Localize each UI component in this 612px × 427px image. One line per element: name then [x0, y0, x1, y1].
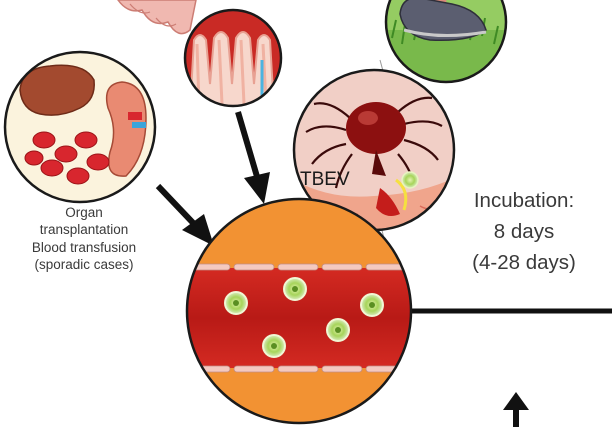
route-line: Blood transfusion	[0, 239, 168, 256]
transmission-routes-label: Organ transplantation Blood transfusion …	[0, 204, 168, 273]
incubation-range: (4-28 days)	[436, 248, 612, 279]
virus-particle-icon	[402, 172, 418, 188]
tbev-label: TBEV	[300, 169, 350, 190]
route-line: Organ	[0, 204, 168, 221]
route-line: transplantation	[0, 221, 168, 238]
incubation-title: Incubation:	[436, 186, 612, 217]
arrow-up	[503, 392, 529, 427]
gut-mucosa-icon	[180, 10, 290, 120]
organ-circle	[5, 52, 155, 202]
incubation-label: Incubation: 8 days (4-28 days)	[436, 186, 612, 278]
route-line: (sporadic cases)	[0, 256, 168, 273]
incubation-median: 8 days	[436, 217, 612, 248]
arrow-gut-to-blood	[238, 112, 270, 204]
hiker-shoe-icon	[380, 0, 520, 82]
blood-vessel-icon	[186, 199, 416, 423]
intestine-icon	[118, 0, 196, 34]
